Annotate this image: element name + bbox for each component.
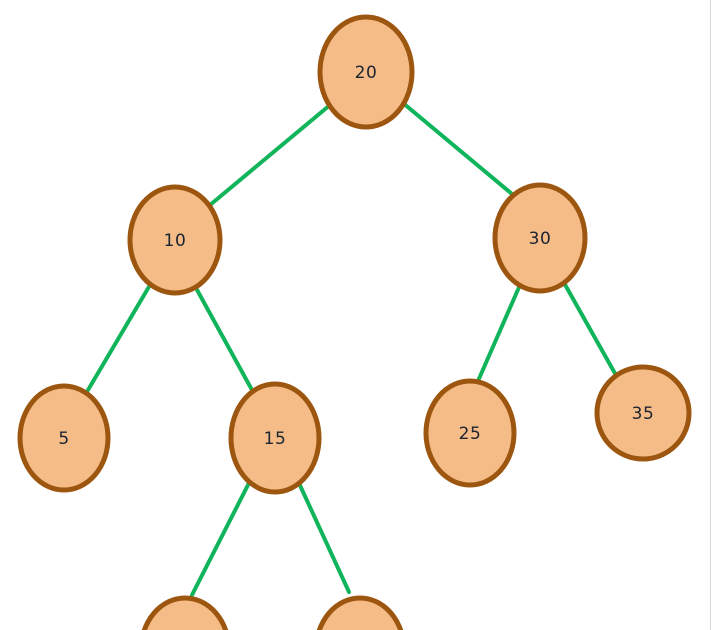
- tree-node-label-30: 30: [529, 229, 552, 249]
- tree-node-10[interactable]: 10: [127, 184, 223, 296]
- tree-edge-n20-to-n10: [208, 103, 332, 207]
- tree-node-shape-30[interactable]: [492, 182, 588, 294]
- tree-node-label-25: 25: [459, 424, 482, 444]
- tree-node-shape-35[interactable]: [594, 364, 692, 462]
- node-layer: 20 10 30 5 15 25 35 12 18: [17, 14, 692, 630]
- tree-node-label-20: 20: [355, 63, 378, 83]
- tree-edge-n15-to-n18: [296, 479, 351, 594]
- tree-node-shape-15[interactable]: [228, 381, 322, 495]
- tree-node-20[interactable]: 20: [317, 14, 415, 130]
- tree-node-label-35: 35: [632, 404, 655, 424]
- tree-node-15[interactable]: 15: [228, 381, 322, 495]
- edge-layer: [86, 101, 619, 597]
- tree-node-shape-25[interactable]: [423, 378, 517, 488]
- tree-node-25[interactable]: 25: [423, 378, 517, 488]
- tree-node-shape-18[interactable]: [316, 595, 404, 630]
- tree-node-12[interactable]: 12: [141, 595, 229, 630]
- tree-edge-n20-to-n30: [401, 101, 520, 201]
- tree-edge-n30-to-n35: [561, 279, 619, 379]
- tree-edge-n10-to-n15: [194, 286, 254, 392]
- tree-node-shape-5[interactable]: [17, 383, 111, 493]
- tree-node-label-10: 10: [164, 231, 187, 251]
- tree-node-shape-10[interactable]: [127, 184, 223, 296]
- tree-node-shape-20[interactable]: [317, 14, 415, 130]
- tree-node-shape-12[interactable]: [141, 595, 229, 630]
- tree-node-label-5: 5: [58, 429, 69, 449]
- tree-node-5[interactable]: 5: [17, 383, 111, 493]
- tree-node-35[interactable]: 35: [594, 364, 692, 462]
- tree-edge-n10-to-n5: [86, 283, 152, 392]
- tree-edge-n15-to-n12: [190, 479, 252, 597]
- tree-edge-n30-to-n25: [476, 283, 522, 383]
- tree-node-label-15: 15: [264, 429, 287, 449]
- tree-node-18[interactable]: 18: [316, 595, 404, 630]
- tree-node-30[interactable]: 30: [492, 182, 588, 294]
